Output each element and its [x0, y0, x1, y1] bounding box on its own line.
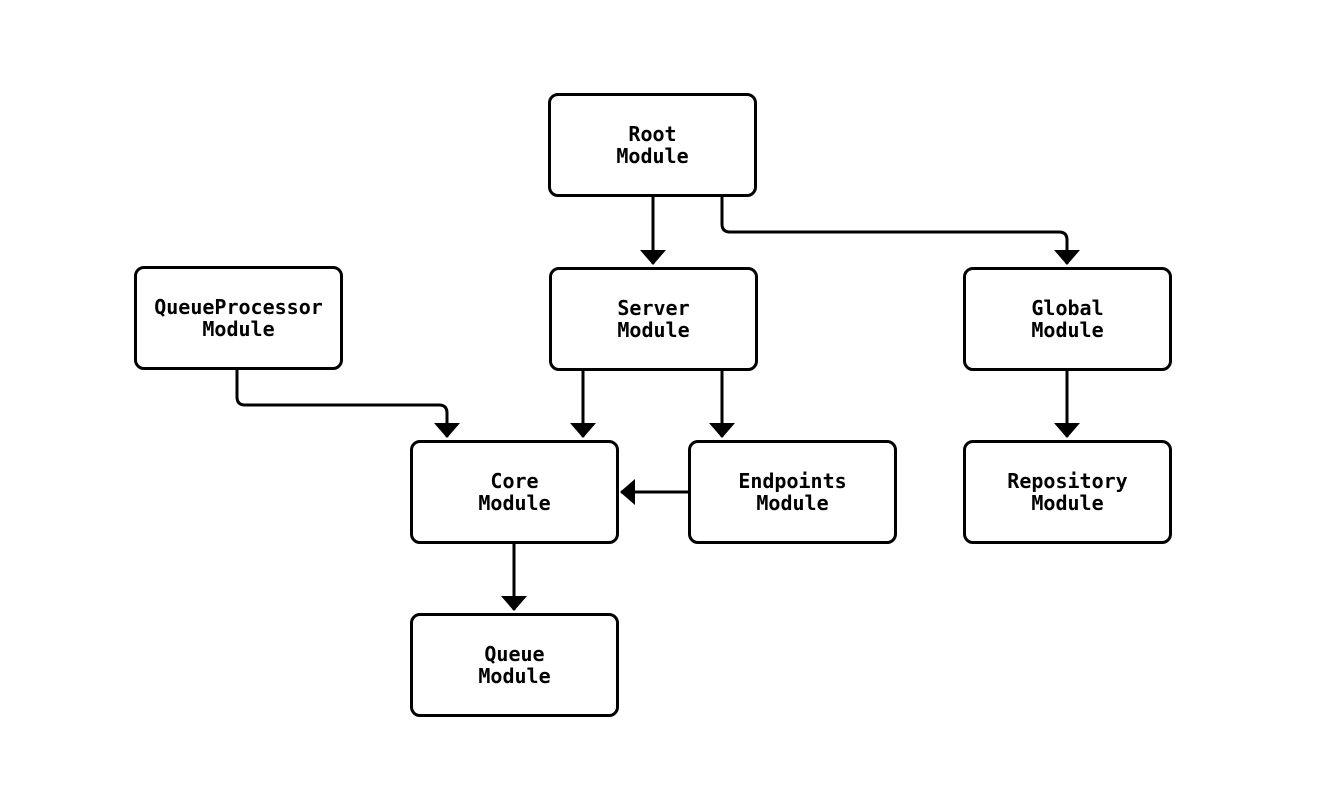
node-queueprocessor-module: QueueProcessor Module — [134, 266, 343, 370]
edge-queueprocessor-to-core-arrow — [235, 370, 460, 438]
node-global-module-label: Global Module — [1031, 296, 1104, 342]
node-queueprocessor-module-label: QueueProcessor Module — [154, 295, 323, 341]
node-endpoints-module: Endpoints Module — [688, 440, 897, 544]
node-core-module-label: Core Module — [478, 469, 551, 515]
node-queue-module-label: Queue Module — [478, 642, 551, 688]
node-global-module: Global Module — [963, 267, 1172, 371]
node-repository-module-label: Repository Module — [1007, 469, 1128, 515]
node-repository-module: Repository Module — [963, 440, 1172, 544]
node-server-module: Server Module — [549, 267, 758, 371]
node-queue-module: Queue Module — [410, 613, 619, 717]
node-core-module: Core Module — [410, 440, 619, 544]
node-endpoints-module-label: Endpoints Module — [738, 469, 847, 515]
node-root-module-label: Root Module — [616, 122, 689, 168]
node-root-module: Root Module — [548, 93, 757, 197]
node-server-module-label: Server Module — [617, 296, 690, 342]
edge-root-to-global-arrow — [720, 197, 1080, 265]
